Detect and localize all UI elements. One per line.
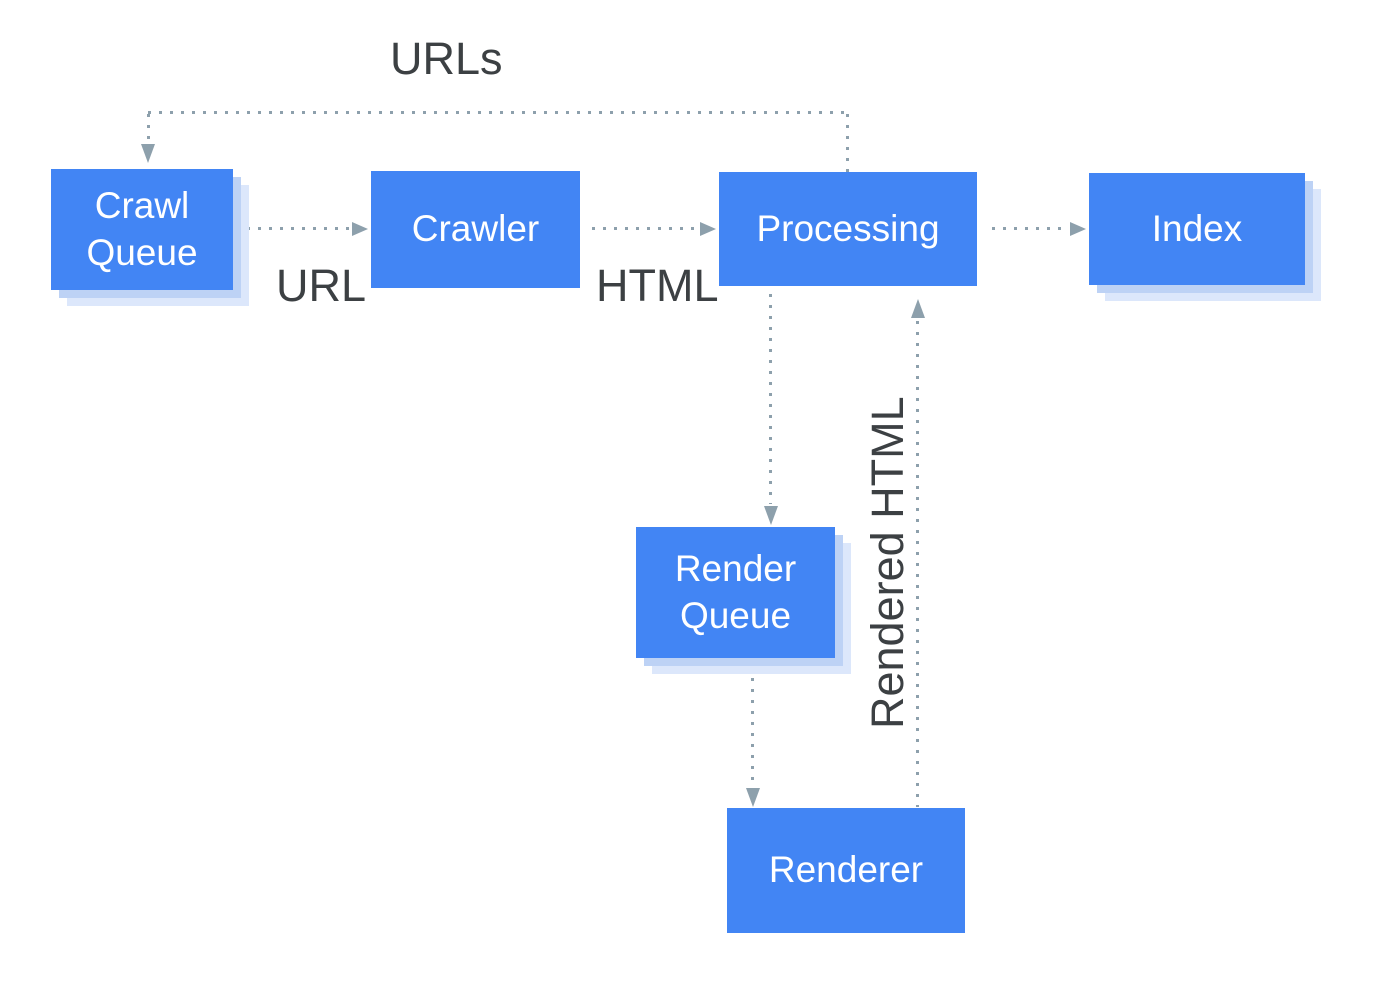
node-render-queue: Render Queue	[636, 527, 835, 658]
node-index-label: Index	[1151, 207, 1243, 249]
arrowhead-into-crawler	[352, 222, 368, 236]
arrowhead-into-index	[1070, 222, 1086, 236]
label-urls: URLs	[390, 33, 503, 84]
arrowhead-into-processing	[700, 222, 716, 236]
urls-loop-line-from-processing	[846, 114, 849, 172]
node-crawl-queue: Crawl Queue	[51, 169, 233, 290]
node-processing-label: Processing	[756, 207, 940, 249]
arrowhead-into-processing-from-renderer	[911, 299, 925, 318]
edge-processing-to-renderqueue	[769, 294, 772, 504]
edge-renderqueue-to-renderer	[751, 678, 754, 786]
node-index: Index	[1089, 173, 1305, 285]
edge-renderer-to-processing	[916, 321, 919, 807]
edge-crawler-to-processing	[592, 227, 698, 230]
node-processing: Processing	[719, 172, 977, 286]
arrowhead-into-renderer	[746, 788, 760, 807]
node-render-queue-label: Render Queue	[674, 548, 797, 636]
arrowhead-into-crawl-queue	[141, 144, 155, 163]
node-renderer: Renderer	[727, 808, 965, 933]
node-crawler-label: Crawler	[411, 208, 540, 250]
urls-loop-line-horizontal	[148, 111, 848, 114]
arrowhead-into-render-queue	[764, 506, 778, 525]
label-rendered-html: Rendered HTML	[862, 396, 913, 729]
node-crawler: Crawler	[371, 171, 580, 288]
label-url: URL	[276, 260, 367, 311]
label-html: HTML	[596, 260, 719, 311]
node-renderer-label: Renderer	[768, 849, 924, 891]
node-crawl-queue-label: Crawl Queue	[86, 185, 198, 273]
edge-crawlqueue-to-crawler	[247, 227, 350, 230]
edge-processing-to-index	[992, 227, 1068, 230]
urls-loop-line-to-crawl-queue	[147, 114, 150, 144]
